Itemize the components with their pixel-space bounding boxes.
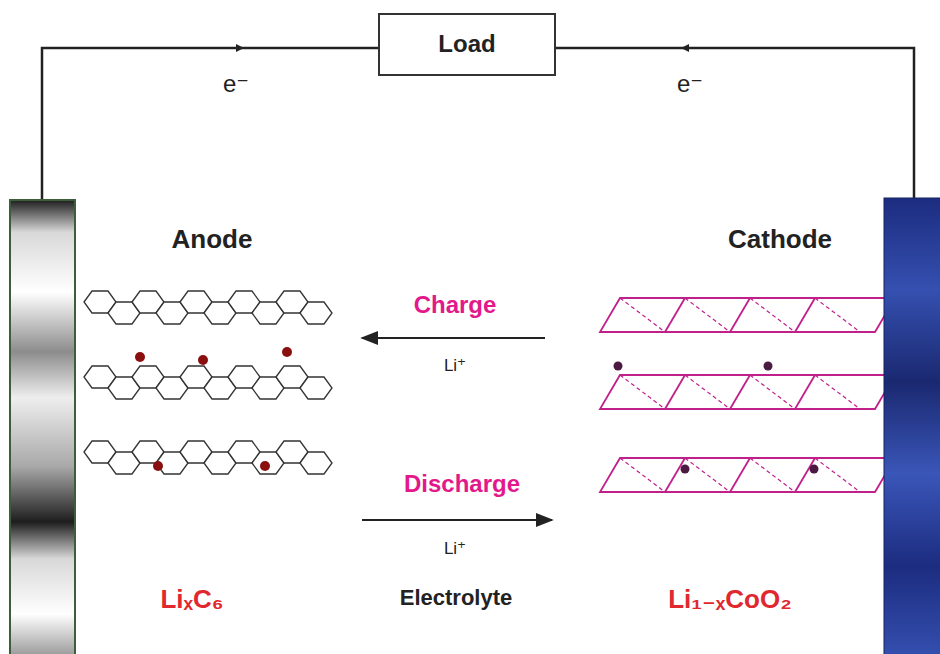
oxide-layer bbox=[600, 375, 895, 409]
electrolyte-label: Electrolyte bbox=[400, 585, 513, 610]
oxide-layers bbox=[600, 298, 895, 492]
electron-arrowhead bbox=[225, 48, 240, 49]
oxide-diagonal bbox=[685, 298, 730, 332]
lithium-ion bbox=[135, 352, 145, 362]
oxide-diagonal bbox=[815, 458, 860, 492]
oxide-cell-edge bbox=[795, 375, 815, 409]
ion-label: Li⁺ bbox=[444, 356, 466, 376]
oxide-cell-edge bbox=[795, 298, 815, 332]
oxide-diagonal bbox=[815, 375, 860, 409]
oxide-cell-edge bbox=[730, 298, 750, 332]
electron-label: e⁻ bbox=[677, 70, 703, 98]
oxide-diagonal bbox=[620, 458, 665, 492]
electron-arrowhead bbox=[685, 48, 700, 49]
process-label: Discharge bbox=[404, 470, 520, 498]
anode-current-collector bbox=[10, 200, 75, 654]
oxide-diagonal bbox=[815, 298, 860, 332]
circuit-wire bbox=[556, 48, 914, 200]
oxide-diagonal bbox=[620, 298, 665, 332]
circuit-wire bbox=[42, 48, 378, 200]
oxide-cell-edge bbox=[730, 375, 750, 409]
lithium-ion bbox=[153, 461, 163, 471]
lithium-ions-cathode bbox=[614, 362, 819, 474]
lithium-ion bbox=[810, 465, 819, 474]
charge-arrow bbox=[362, 337, 545, 339]
oxide-diagonal bbox=[750, 298, 795, 332]
electrode-name: Cathode bbox=[728, 225, 832, 255]
oxide-diagonal bbox=[685, 458, 730, 492]
oxide-cell-edge bbox=[665, 375, 685, 409]
graphite-hexagon bbox=[300, 377, 332, 399]
lithium-ion bbox=[614, 362, 623, 371]
oxide-cell-edge bbox=[795, 458, 815, 492]
oxide-diagonal bbox=[620, 375, 665, 409]
electron-label: e⁻ bbox=[223, 70, 249, 98]
process-label: Charge bbox=[414, 291, 497, 319]
oxide-layer bbox=[600, 298, 895, 332]
oxide-diagonal bbox=[750, 458, 795, 492]
ion-label: Li⁺ bbox=[444, 539, 466, 559]
oxide-layer bbox=[600, 458, 895, 492]
cathode-formula: Li₁₋ₓCoO₂ bbox=[668, 585, 792, 615]
cathode-current-collector bbox=[884, 198, 940, 654]
graphite-hexagon bbox=[300, 452, 332, 474]
lithium-ion bbox=[764, 362, 773, 371]
lithium-ions-anode bbox=[135, 347, 292, 471]
oxide-diagonal bbox=[685, 375, 730, 409]
electrode-name: Anode bbox=[172, 225, 253, 255]
lithium-ion bbox=[282, 347, 292, 357]
lithium-ion bbox=[198, 355, 208, 365]
anode-formula: LiₓC₆ bbox=[160, 585, 223, 615]
box-label: Load bbox=[438, 30, 495, 58]
lithium-ion bbox=[681, 465, 690, 474]
oxide-cell-edge bbox=[665, 298, 685, 332]
discharge-arrow bbox=[362, 519, 552, 521]
oxide-diagonal bbox=[750, 375, 795, 409]
oxide-cell-edge bbox=[665, 458, 685, 492]
lithium-ion bbox=[260, 461, 270, 471]
graphite-layers bbox=[84, 291, 332, 474]
graphite-hexagon bbox=[300, 302, 332, 324]
load-box: Load bbox=[378, 13, 556, 76]
oxide-cell-edge bbox=[730, 458, 750, 492]
